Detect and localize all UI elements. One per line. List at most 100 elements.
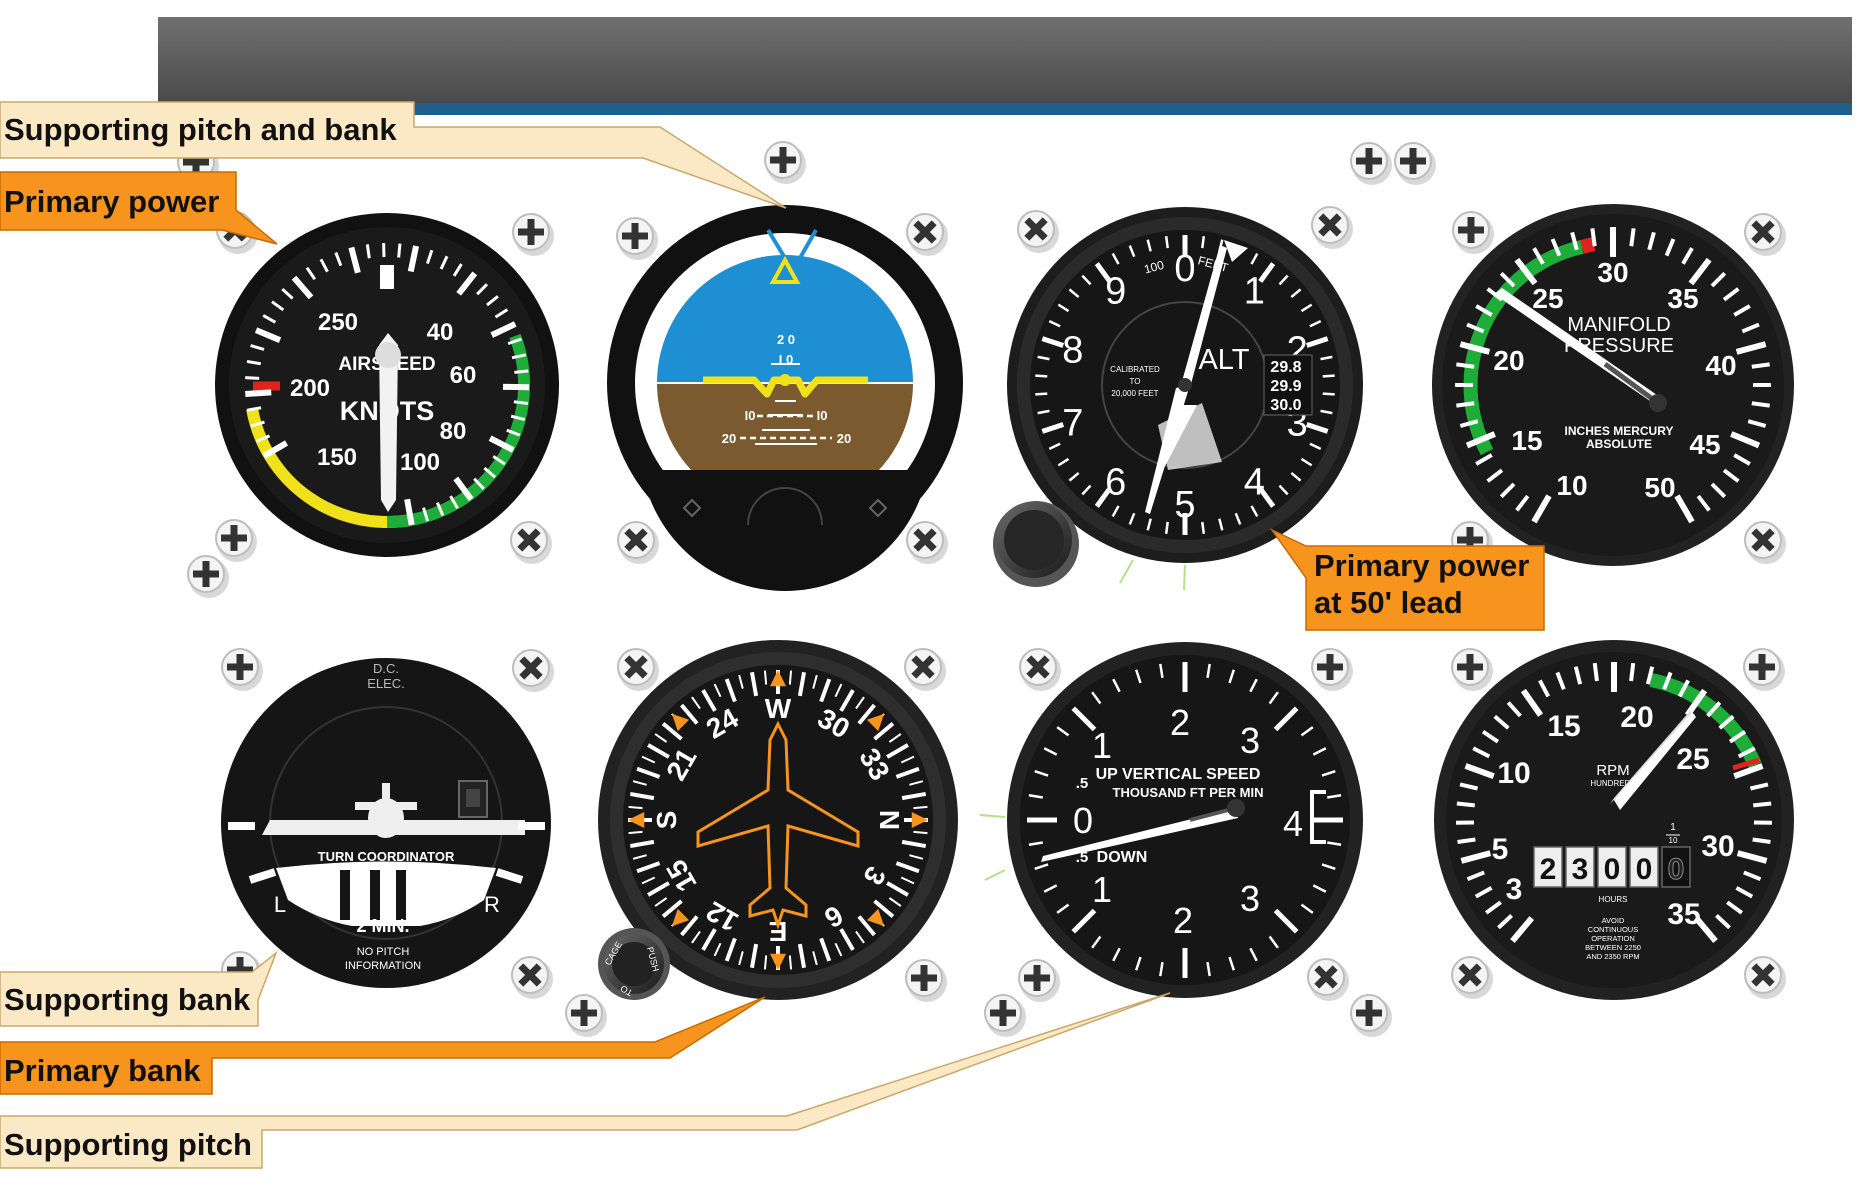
scale-tick: [790, 671, 791, 685]
tach-hours: HOURS: [1599, 895, 1628, 904]
vsi-number: 3: [1240, 878, 1260, 919]
scale-tick: [1202, 522, 1204, 534]
tc-min: 2 MIN.: [356, 916, 409, 936]
alt-number: 6: [1105, 461, 1126, 503]
asi-label-100: 100: [400, 449, 440, 476]
header-bar: [158, 17, 1852, 103]
screw-icon: [1308, 959, 1349, 1001]
hour-meter-digit: 0: [1636, 853, 1653, 886]
tach-avoid-line: AND 2350 RPM: [1586, 952, 1639, 961]
tach-tenths-den: 10: [1669, 836, 1678, 845]
alt-baro-3: 30.0: [1270, 397, 1301, 414]
screw-icon: [618, 522, 659, 564]
tach-number: 10: [1497, 757, 1530, 790]
vsi-number: 4: [1283, 803, 1303, 844]
heading-label: W: [765, 693, 792, 724]
screw-icon: [1452, 957, 1493, 999]
callout-text: Primary power: [4, 184, 219, 219]
screw-icon: [1351, 995, 1392, 1037]
asi-label-40: 40: [427, 319, 454, 346]
map-number: 10: [1556, 470, 1587, 501]
screw-icon: [216, 520, 257, 562]
asi-label-200: 200: [290, 375, 330, 402]
screw-icon: [1351, 143, 1392, 185]
scale-tick: [1595, 663, 1597, 681]
screw-icon: [905, 649, 946, 691]
alt-number: 1: [1244, 271, 1265, 313]
screw-icon: [907, 522, 948, 564]
scale-tick: [1631, 228, 1633, 246]
ai-pitch-up-10: I 0: [779, 352, 793, 367]
vsi-up: UP VERTICAL SPEED: [1096, 766, 1261, 783]
asi-label-80: 80: [440, 418, 467, 445]
vsi-number: 2: [1173, 900, 1193, 941]
scale-tick: [1752, 403, 1770, 405]
scale-tick: [1323, 376, 1335, 377]
heading-label: N: [874, 810, 905, 830]
vsi-number: 2: [1170, 702, 1190, 743]
map-number: 35: [1667, 283, 1698, 314]
ai-pitch-up-20: 2 0: [777, 332, 795, 347]
tc-right: R: [484, 892, 500, 917]
alt-number: 5: [1174, 484, 1195, 526]
scale-tick: [245, 392, 271, 394]
scale-tick: [1631, 663, 1633, 681]
scale-tick: [1035, 394, 1047, 395]
tach-number: 30: [1701, 830, 1734, 863]
scale-tick: [1752, 364, 1770, 366]
screw-icon: [511, 522, 552, 564]
vertical-speed-indicator: UP VERTICAL SPEED THOUSAND FT PER MIN DO…: [980, 642, 1363, 998]
map-number: 15: [1511, 425, 1542, 456]
turn-coordinator: D.C. ELEC. TURN COORDINATOR L R 2 MIN. N…: [221, 658, 551, 988]
ai-pitch-left-20: 20: [722, 431, 736, 446]
callout-primary-power-lead: Primary power at 50' lead: [1272, 530, 1544, 630]
alt-number: 7: [1062, 402, 1083, 444]
hour-meter-digit: 0: [1604, 853, 1621, 886]
scale-tick: [514, 371, 528, 372]
scale-tick: [913, 832, 927, 833]
screw-icon: [985, 995, 1026, 1037]
screw-icon: [513, 214, 554, 256]
scale-tick: [1035, 376, 1047, 377]
map-number: 25: [1532, 283, 1563, 314]
map-number: 40: [1705, 350, 1736, 381]
screw-icon: [1745, 522, 1786, 564]
airspeed-indicator: 250 40 60 200 80 150 100 AIRSPEED KNOTS: [215, 213, 559, 557]
map-sub-1: INCHES MERCURY: [1565, 424, 1674, 438]
alt-cal-2: TO: [1130, 377, 1141, 386]
map-number: 30: [1597, 257, 1628, 288]
scale-tick: [1456, 403, 1474, 405]
vsi-number: 0: [1073, 800, 1093, 841]
ai-pitch-left-10: I0: [745, 408, 756, 423]
screw-icon: [1019, 960, 1060, 1002]
tc-dc-2: ELEC.: [367, 676, 405, 691]
hour-meter-digit: 3: [1572, 853, 1589, 886]
tc-dc-1: D.C.: [373, 661, 399, 676]
alt-number: 0: [1174, 248, 1195, 290]
scale-tick: [367, 244, 369, 258]
scale-tick: [629, 832, 643, 833]
asi-label-150: 150: [317, 444, 357, 471]
screw-icon: [1745, 214, 1786, 256]
tach-avoid-line: AVOID: [1602, 916, 1625, 925]
map-number: 50: [1644, 472, 1675, 503]
scale-tick: [1753, 803, 1771, 805]
tc-no-pitch-2: INFORMATION: [345, 960, 421, 972]
hour-meter-digit: 0: [1668, 853, 1685, 886]
scale-tick: [1753, 839, 1771, 842]
alt-number: 4: [1244, 461, 1265, 503]
scale-tick: [629, 807, 643, 808]
screw-icon: [1312, 207, 1353, 249]
scale-tick: [1458, 839, 1476, 842]
screw-icon: [617, 218, 658, 260]
screw-icon: [1745, 957, 1786, 999]
scale-tick: [913, 807, 927, 808]
vsi-number: 1: [1092, 725, 1112, 766]
screw-icon: [1453, 212, 1494, 254]
